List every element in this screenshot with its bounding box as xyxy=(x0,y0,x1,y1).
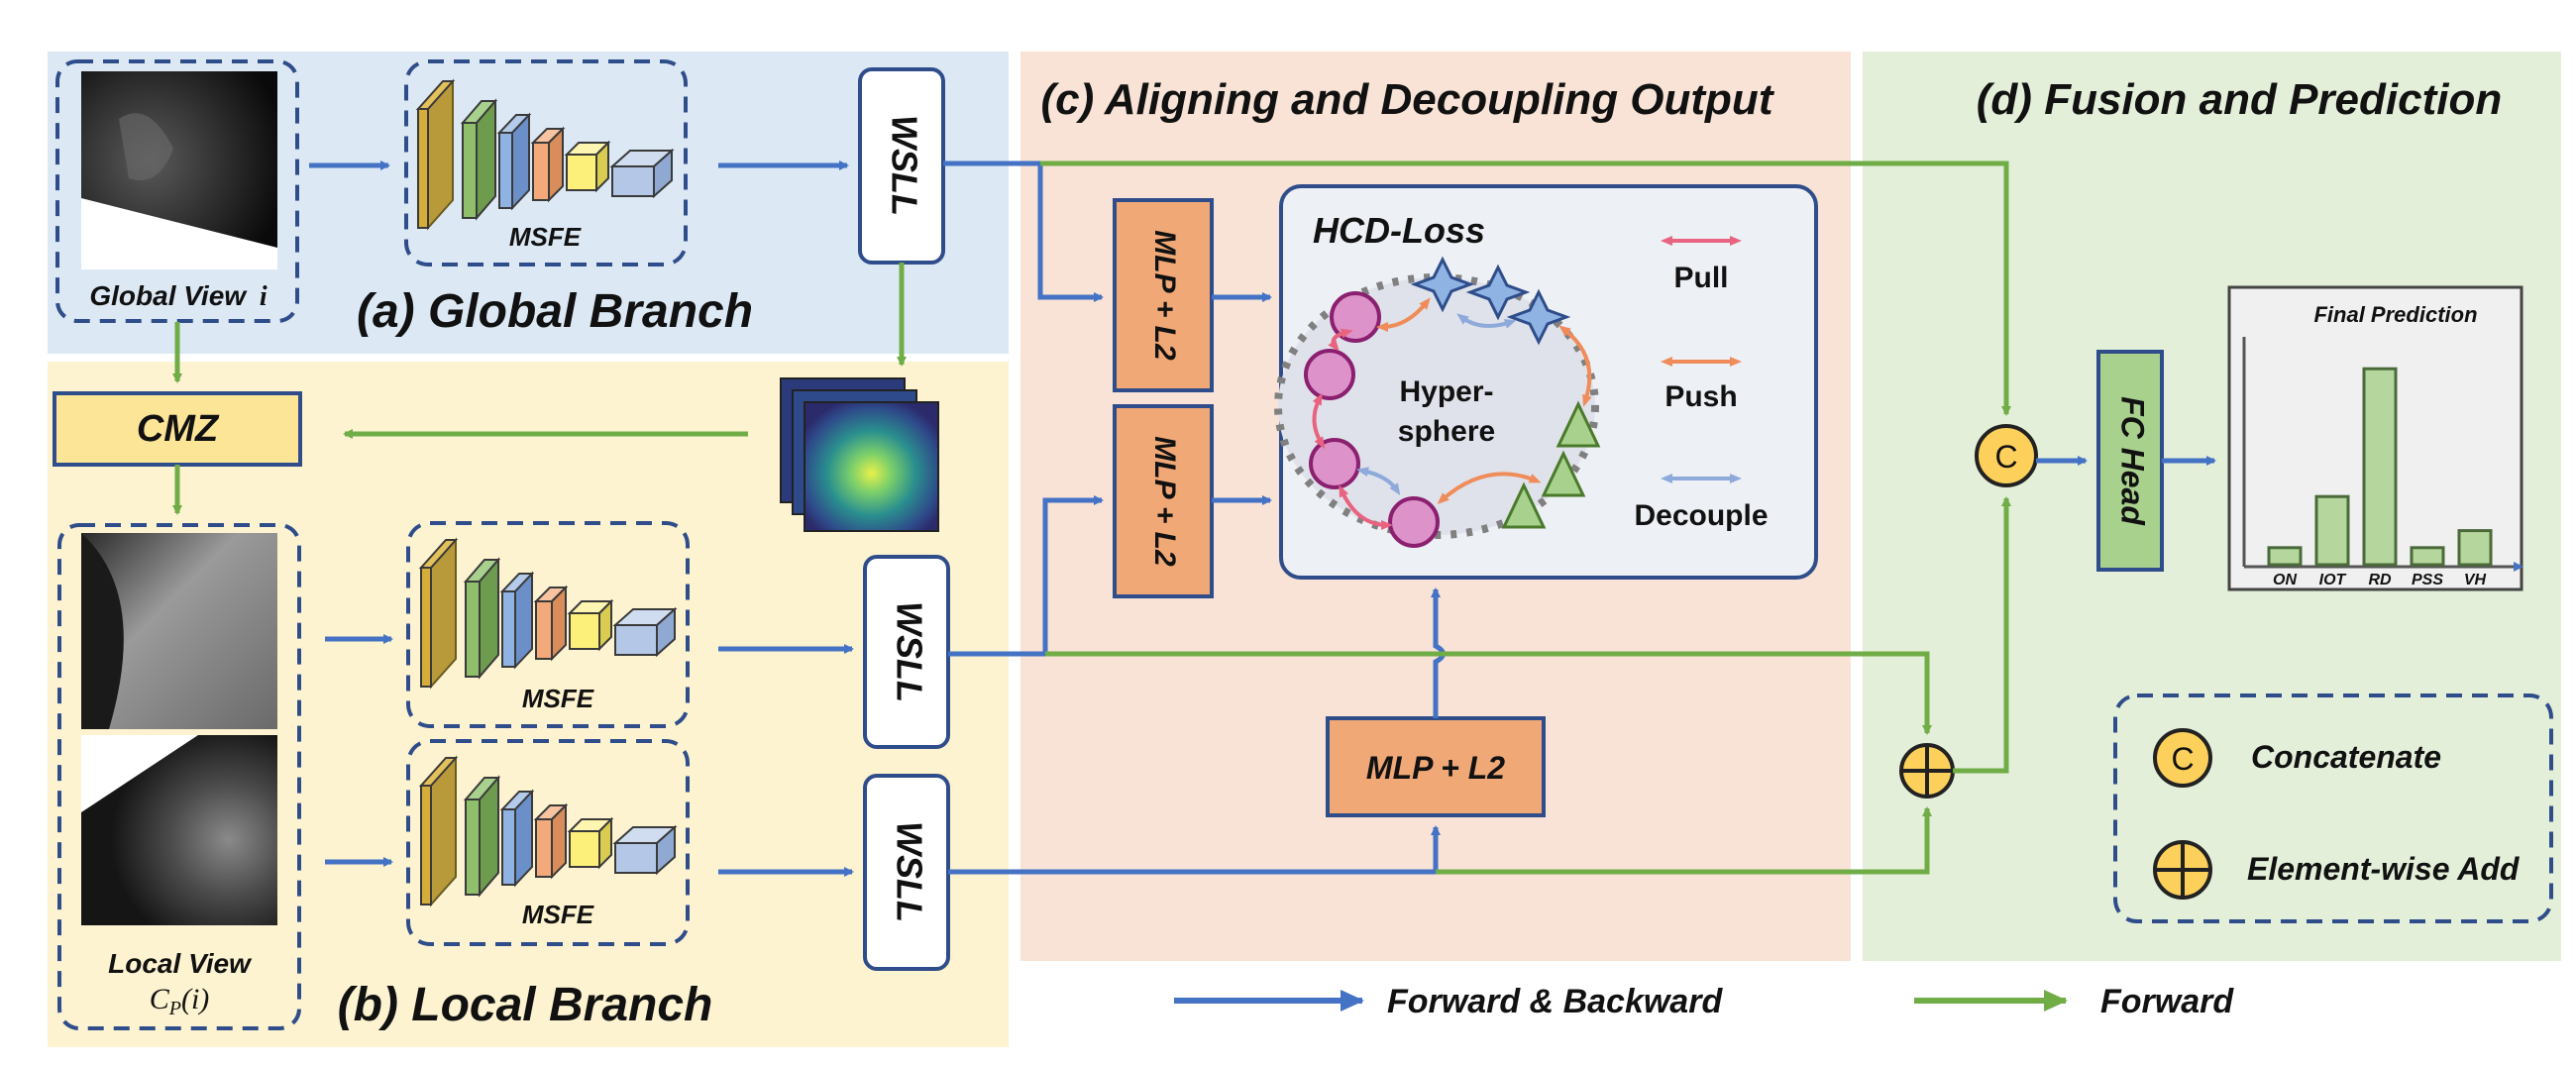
chart-bar-vh xyxy=(2457,529,2493,567)
connections xyxy=(172,160,2216,877)
local-view-frame xyxy=(57,523,301,1030)
legend-forward: Forward xyxy=(2100,983,2234,1020)
local-msfe-label-2: MSFE xyxy=(522,900,594,929)
wsll-global-label: WSLL xyxy=(884,115,924,216)
mlp-local-1: MLP + L2 xyxy=(1113,404,1214,598)
fc-head-label: FC Head xyxy=(2115,396,2151,526)
global-msfe-frame xyxy=(404,59,688,266)
legend-push: Push xyxy=(1664,380,1737,413)
chart-tick-on: ON xyxy=(2273,572,2297,588)
wsll-local-1-label: WSLL xyxy=(889,601,929,702)
mlp-local-2-label: MLP + L2 xyxy=(1366,750,1505,786)
chart-bar-iot xyxy=(2314,494,2350,567)
mlp-local-1-label: MLP + L2 xyxy=(1148,436,1181,567)
local-msfe-frame-2 xyxy=(406,739,690,946)
symbol-legend-frame xyxy=(2113,693,2553,923)
local-view-arg: (i) xyxy=(181,983,209,1015)
hypersphere-label-2: sphere xyxy=(1398,415,1495,448)
add-node xyxy=(1899,743,1955,799)
global-view-image xyxy=(81,71,277,269)
wsll-local-1: WSLL xyxy=(863,555,950,749)
local-view-image-1 xyxy=(81,533,277,729)
fusion-title: (d) Fusion and Prediction xyxy=(1977,75,2502,124)
chart-bar-pss xyxy=(2410,546,2445,567)
legend-pull: Pull xyxy=(1673,262,1728,294)
local-msfe-frame-1 xyxy=(406,521,690,728)
concat-node-symbol: C xyxy=(1994,439,2017,475)
legend-concat-symbol: C xyxy=(2171,741,2194,777)
hypersphere-label-1: Hyper- xyxy=(1399,375,1493,408)
cmz-box: CMZ xyxy=(53,391,302,467)
legend-concatenate: Concatenate xyxy=(2251,739,2441,775)
chart-tick-pss: PSS xyxy=(2412,572,2443,588)
chart-bars xyxy=(2267,367,2493,567)
legend-element-wise-add: Element-wise Add xyxy=(2247,851,2521,887)
local-view-label: Local View xyxy=(108,948,253,979)
local-view-image-2 xyxy=(81,735,277,925)
hcd-loss-title: HCD-Loss xyxy=(1313,210,1485,251)
hcd-legend: Pull Push Decouple xyxy=(1634,236,1769,532)
local-view-sub: P xyxy=(168,998,181,1019)
wsll-local-2-label: WSLL xyxy=(889,821,929,922)
global-view-frame xyxy=(55,59,299,323)
global-msfe-label: MSFE xyxy=(509,222,582,252)
fc-head: FC Head xyxy=(2096,350,2164,572)
chart-title: Final Prediction xyxy=(2313,302,2477,327)
legend-forward-backward: Forward & Backward xyxy=(1387,983,1723,1020)
concat-node: C xyxy=(1975,424,2038,487)
global-branch-title: (a) Global Branch xyxy=(357,285,753,338)
local-view-expr: C xyxy=(150,983,170,1015)
chart-bar-on xyxy=(2267,546,2303,567)
wsll-global: WSLL xyxy=(858,67,945,265)
chart-tick-vh: VH xyxy=(2464,572,2487,588)
svg-text:Global View i: Global View i xyxy=(89,280,267,312)
relation-arrows xyxy=(1312,297,1592,530)
legend-add-icon xyxy=(2153,840,2212,900)
global-view-label: Global View xyxy=(89,280,248,311)
svg-text:CP(i): CP(i) xyxy=(150,983,210,1019)
chart-tick-iot: IOT xyxy=(2319,572,2347,588)
wsll-local-2: WSLL xyxy=(863,774,950,971)
cmz-label: CMZ xyxy=(137,408,220,450)
attention-heatmap xyxy=(780,377,939,532)
legend-concat-icon: C xyxy=(2153,728,2212,788)
chart-tick-rd: RD xyxy=(2368,572,2392,588)
chart-tick-labels: ON IOT RD PSS VH xyxy=(2273,572,2487,588)
legend-decouple: Decouple xyxy=(1634,499,1768,532)
mlp-global: MLP + L2 xyxy=(1113,198,1214,392)
local-branch-title: (b) Local Branch xyxy=(338,979,713,1031)
local-msfe-label-1: MSFE xyxy=(522,684,594,713)
global-view-var: i xyxy=(260,281,268,312)
aligning-title: (c) Aligning and Decoupling Output xyxy=(1041,75,1775,124)
mlp-local-2: MLP + L2 xyxy=(1326,716,1546,817)
mlp-global-label: MLP + L2 xyxy=(1148,230,1181,361)
chart-bar-rd xyxy=(2362,367,2398,567)
